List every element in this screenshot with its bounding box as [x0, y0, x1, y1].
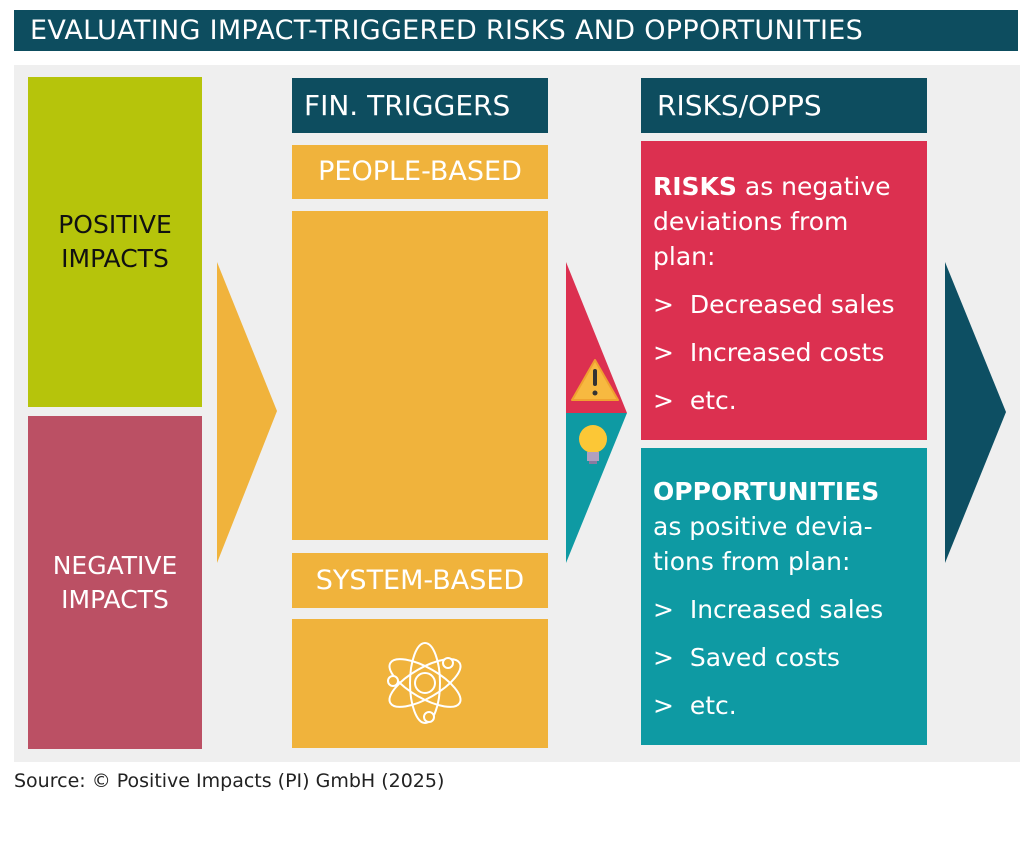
label: POSITIVE — [58, 210, 172, 239]
opportunities-heading: OPPORTUNITIES — [653, 477, 880, 506]
opportunities-box: OPPORTUNITIES as positive devia-tions fro… — [641, 448, 927, 745]
positive-impacts-box: POSITIVE IMPACTS — [28, 77, 202, 407]
list-item: > Saved costs — [653, 643, 840, 672]
risk-arrow-half — [566, 262, 627, 413]
system-based-label: SYSTEM-BASED — [292, 553, 548, 608]
triggers-header: FIN. TRIGGERS — [292, 78, 548, 133]
list-item: > Decreased sales — [653, 290, 895, 319]
text: plan: — [653, 242, 716, 271]
label: IMPACTS — [61, 244, 169, 273]
opportunity-arrow-half — [566, 413, 627, 563]
list-item: > etc. — [653, 691, 737, 720]
risks-box: RISKS as negative deviations from plan: > … — [641, 141, 927, 440]
label: NEGATIVE — [52, 550, 178, 580]
text: tions from plan: — [653, 547, 851, 576]
label: IMPACTS — [61, 584, 169, 614]
diagram-title: EVALUATING IMPACT-TRIGGERED RISKS AND OP… — [14, 10, 1018, 51]
lightbulb-icon — [579, 425, 607, 464]
outcomes-header: RISKS/OPPS — [641, 78, 927, 133]
people-based-box — [292, 211, 548, 540]
list-item: > Increased costs — [653, 338, 885, 367]
orange-arrow — [217, 262, 277, 563]
text: as negative — [736, 172, 891, 201]
list-item: > etc. — [653, 386, 737, 415]
list-item: > Increased sales — [653, 595, 884, 624]
text: deviations from — [653, 207, 849, 236]
dark-arrow — [945, 262, 1006, 563]
source-caption: Source: © Positive Impacts (PI) GmbH (20… — [14, 770, 445, 792]
warning-icon — [571, 359, 619, 401]
text: as positive devia- — [653, 512, 873, 541]
risks-heading: RISKS — [653, 172, 737, 201]
people-based-label: PEOPLE-BASED — [292, 145, 548, 199]
negative-impacts-box: NEGATIVE IMPACTS — [28, 416, 202, 749]
system-based-box — [292, 619, 548, 748]
